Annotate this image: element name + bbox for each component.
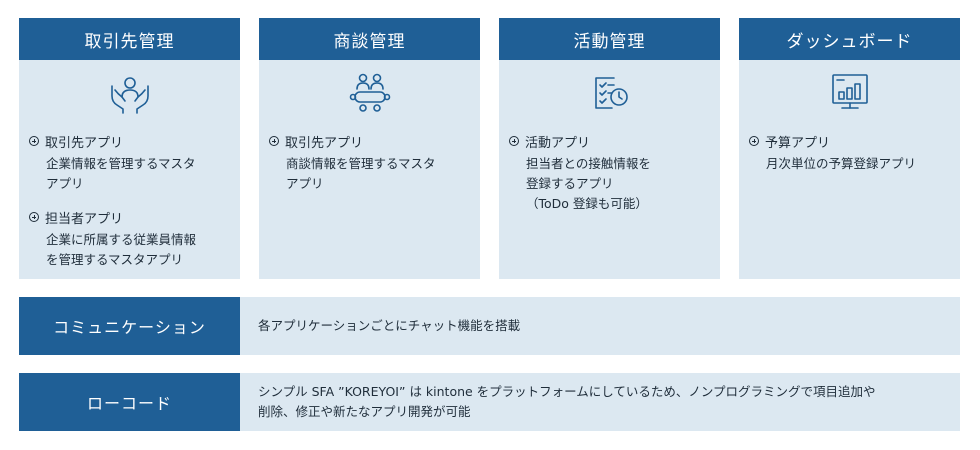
plus-circle-icon <box>29 136 39 146</box>
app-description: 企業に所属する従業員情報 を管理するマスタアプリ <box>46 232 197 267</box>
column-deal-management: 商談管理 取引先アプリ 商談情報を管理するマスタ アプリ <box>259 18 480 279</box>
app-item: 担当者アプリ 企業に所属する従業員情報 を管理するマスタアプリ <box>29 208 232 270</box>
app-title: 予算アプリ <box>765 135 831 151</box>
app-description: 企業情報を管理するマスタ アプリ <box>46 156 196 191</box>
app-description: 月次単位の予算登録アプリ <box>766 156 917 171</box>
column-activity-management: 活動管理 活動アプリ 担当者との接触情報を 登録するアプリ （ToDo 登録も可… <box>499 18 720 279</box>
plus-circle-icon <box>269 136 279 146</box>
app-title: 取引先アプリ <box>45 135 124 151</box>
app-title: 活動アプリ <box>525 135 591 151</box>
row-title: ローコード <box>19 373 240 431</box>
column-body: 活動アプリ 担当者との接触情報を 登録するアプリ （ToDo 登録も可能） <box>499 60 720 279</box>
column-title: 取引先管理 <box>19 18 240 60</box>
row-description: シンプル SFA ”KOREYOI” は kintone をプラットフォームにし… <box>240 373 960 431</box>
plus-circle-icon <box>749 136 759 146</box>
plus-circle-icon <box>509 136 519 146</box>
row-title: コミュニケーション <box>19 297 240 355</box>
row-description: 各アプリケーションごとにチャット機能を搭載 <box>240 297 960 355</box>
monitor-chart-icon <box>828 70 872 114</box>
column-body: 取引先アプリ 商談情報を管理するマスタ アプリ <box>259 60 480 279</box>
row-low-code: ローコード シンプル SFA ”KOREYOI” は kintone をプラット… <box>19 373 960 431</box>
checklist-clock-icon <box>588 70 632 114</box>
column-customer-management: 取引先管理 取引先アプリ 企業情報を管理するマスタ アプリ 担当者アプリ 企業に… <box>19 18 240 279</box>
row-communication: コミュニケーション 各アプリケーションごとにチャット機能を搭載 <box>19 297 960 355</box>
column-dashboard: ダッシュボード 予算アプリ 月次単位の予算登録アプリ <box>739 18 960 279</box>
app-item: 取引先アプリ 企業情報を管理するマスタ アプリ <box>29 132 232 194</box>
column-body: 取引先アプリ 企業情報を管理するマスタ アプリ 担当者アプリ 企業に所属する従業… <box>19 60 240 279</box>
app-description: 商談情報を管理するマスタ アプリ <box>286 156 436 191</box>
column-title: ダッシュボード <box>739 18 960 60</box>
app-title: 担当者アプリ <box>45 211 124 227</box>
app-item: 取引先アプリ 商談情報を管理するマスタ アプリ <box>269 132 472 194</box>
column-body: 予算アプリ 月次単位の予算登録アプリ <box>739 60 960 279</box>
column-title: 活動管理 <box>499 18 720 60</box>
plus-circle-icon <box>29 212 39 222</box>
column-title: 商談管理 <box>259 18 480 60</box>
meeting-people-icon <box>348 70 392 114</box>
app-item: 活動アプリ 担当者との接触情報を 登録するアプリ （ToDo 登録も可能） <box>509 132 712 214</box>
app-item: 予算アプリ 月次単位の予算登録アプリ <box>749 132 952 174</box>
hands-person-icon <box>108 70 152 114</box>
app-title: 取引先アプリ <box>285 135 364 151</box>
app-description: 担当者との接触情報を 登録するアプリ （ToDo 登録も可能） <box>526 156 651 211</box>
